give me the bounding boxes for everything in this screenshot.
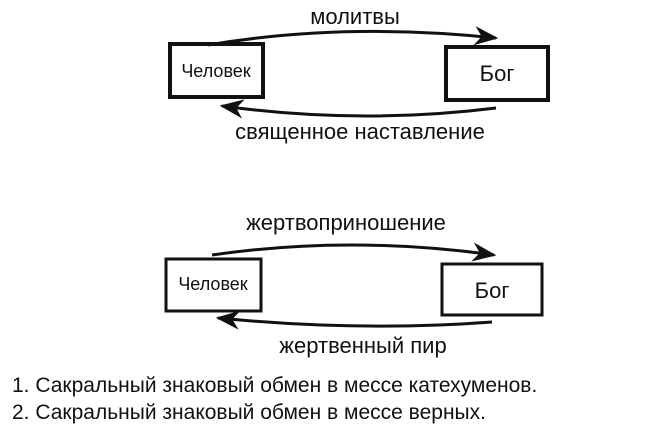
diagram-1-top-arrow bbox=[207, 26, 499, 47]
diagram-1: молитвы Человек Бог священное наставлени… bbox=[168, 4, 550, 144]
diagram-1-bottom-label: священное наставление bbox=[235, 119, 485, 144]
diagram-1-bottom-arrow bbox=[219, 99, 497, 119]
caption-2: 2. Сакральный знаковый обмен в мессе вер… bbox=[12, 401, 486, 424]
diagram-1-top-label: молитвы bbox=[310, 4, 400, 29]
caption-1: 1. Сакральный знаковый обмен в мессе кат… bbox=[12, 374, 538, 397]
diagram-1-right-box-label: Бог bbox=[480, 61, 515, 86]
diagram-2-right-box bbox=[440, 262, 544, 317]
diagram-2-right-box-label: Бог bbox=[475, 278, 510, 303]
diagram-2: жертвоприношение Человек Бог жертвенный … bbox=[164, 210, 544, 358]
diagram-1-left-box bbox=[168, 42, 265, 99]
diagram-2-bottom-arrow bbox=[215, 310, 493, 330]
diagram-2-left-box-label: Человек bbox=[178, 274, 247, 294]
diagram-2-left-box bbox=[164, 257, 263, 313]
diagram-2-top-label: жертвоприношение bbox=[246, 210, 446, 235]
diagram-1-right-box bbox=[444, 45, 550, 102]
diagram-2-top-arrow bbox=[211, 242, 497, 262]
diagram-1-left-box-label: Человек bbox=[181, 61, 250, 81]
diagram-2-bottom-label: жертвенный пир bbox=[279, 333, 446, 358]
